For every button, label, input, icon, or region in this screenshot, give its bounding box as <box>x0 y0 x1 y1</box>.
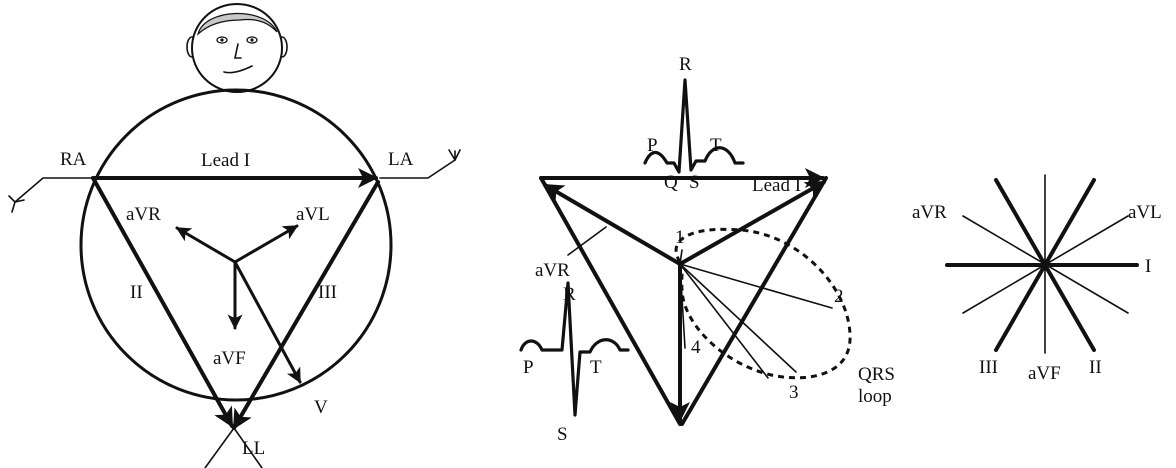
left-leg <box>205 428 234 468</box>
left-hand-icon <box>449 150 460 160</box>
label-hex-II: II <box>1089 357 1102 378</box>
label-hex-avl: aVL <box>1128 202 1162 223</box>
head-icon <box>187 4 287 92</box>
label-hex-III: III <box>979 357 998 378</box>
label-side-s: S <box>557 424 568 445</box>
label-hex-I: I <box>1145 256 1151 277</box>
label-qrs-avr: aVR <box>535 260 570 281</box>
label-top-q: Q <box>664 172 678 193</box>
label-lead-I: Lead I <box>201 150 250 171</box>
label-v: V <box>314 397 328 418</box>
label-top-r: R <box>679 54 692 75</box>
label-ra: RA <box>60 149 87 170</box>
qrs-right-side <box>682 178 826 424</box>
label-hex-avf: aVF <box>1028 363 1061 384</box>
loop-point-2: 2 <box>834 286 844 307</box>
avr-vector <box>177 228 235 262</box>
label-loop: loop <box>858 386 892 407</box>
loop-point-4: 4 <box>691 337 701 358</box>
hexaxial-panel: aVR aVL I III aVF II <box>912 175 1162 384</box>
avr-leader-line <box>568 227 606 255</box>
qrs-left-side <box>541 178 680 424</box>
label-side-t: T <box>590 357 602 378</box>
right-hand-icon <box>9 196 24 212</box>
label-avl: aVL <box>296 204 330 225</box>
label-qrs-lead-I: Lead I <box>752 175 801 196</box>
loop-point-1: 1 <box>675 227 685 248</box>
label-la: LA <box>388 149 414 170</box>
right-arm <box>15 178 93 202</box>
einthoven-panel: RA LA LL Lead I II III aVR aVL aVF V <box>9 4 460 468</box>
top-ecg-waveform <box>645 80 743 172</box>
label-qrs: QRS <box>858 364 895 385</box>
avl-vector <box>235 226 297 262</box>
label-top-t: T <box>710 135 722 156</box>
label-side-p: P <box>523 357 534 378</box>
label-top-p: P <box>647 135 658 156</box>
label-ll: LL <box>242 438 265 459</box>
label-side-r: R <box>563 284 576 305</box>
label-hex-avr: aVR <box>912 202 947 223</box>
lead-II-arrow <box>93 178 232 426</box>
qrs-panel: R P Q S T Lead I aVR 1 2 3 4 QRS loop <box>521 54 895 445</box>
label-avf: aVF <box>213 348 246 369</box>
label-top-s: S <box>689 172 700 193</box>
label-lead-II: II <box>130 282 143 303</box>
loop-point-3: 3 <box>789 382 799 403</box>
label-avr: aVR <box>126 204 161 225</box>
label-lead-III: III <box>318 282 337 303</box>
